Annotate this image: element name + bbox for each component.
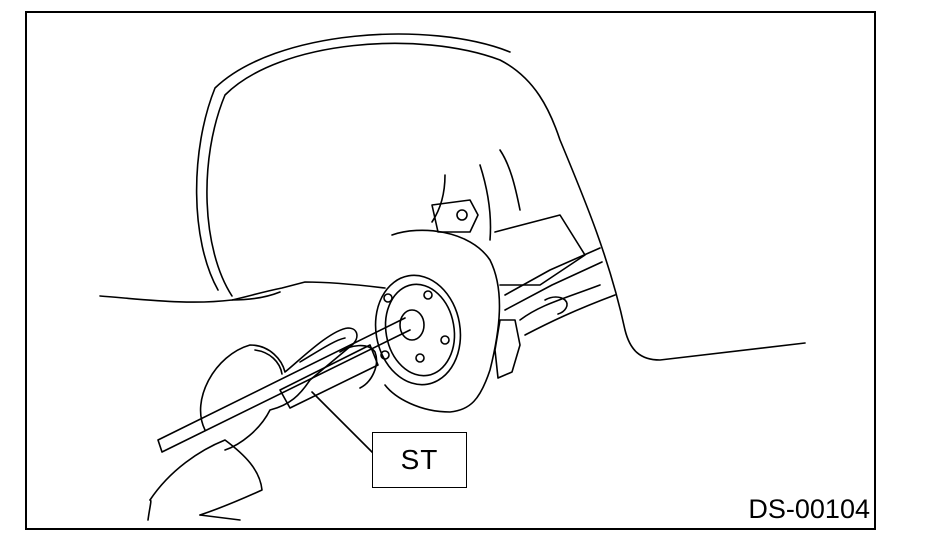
strut-body bbox=[494, 214, 586, 286]
st-callout-box: ST bbox=[372, 432, 467, 488]
hub-bore bbox=[399, 309, 425, 341]
wheel-arch-outer bbox=[206, 42, 806, 361]
knuckle bbox=[384, 229, 501, 413]
figure-id-label: DS-00104 bbox=[748, 494, 870, 524]
strut-upper bbox=[431, 149, 521, 241]
hand-fingers bbox=[254, 337, 346, 375]
tool-sleeve bbox=[279, 344, 379, 409]
strut-bracket bbox=[431, 199, 479, 233]
tie-rod bbox=[519, 284, 616, 336]
hub-bolt bbox=[380, 350, 390, 360]
hub-flange-inner bbox=[384, 283, 456, 377]
hub-bolt bbox=[415, 353, 425, 363]
st-callout-label: ST bbox=[400, 444, 439, 475]
st-leader-line bbox=[311, 391, 376, 456]
wheel-arch-inner bbox=[195, 33, 511, 291]
hub-bolt bbox=[440, 335, 450, 345]
arm bbox=[147, 499, 241, 521]
sleeve-cuff bbox=[149, 439, 263, 516]
tool-rod bbox=[157, 317, 411, 453]
hub-bolt bbox=[423, 290, 433, 300]
fender-lip bbox=[231, 291, 281, 301]
hub-bolt bbox=[383, 293, 393, 303]
hub-flange bbox=[374, 274, 462, 386]
bracket-bolt bbox=[456, 209, 468, 221]
fender-line bbox=[99, 281, 386, 303]
boot bbox=[544, 296, 568, 315]
hand-right bbox=[199, 327, 358, 451]
knuckle-lower bbox=[494, 319, 521, 379]
drive-shaft bbox=[504, 247, 603, 311]
